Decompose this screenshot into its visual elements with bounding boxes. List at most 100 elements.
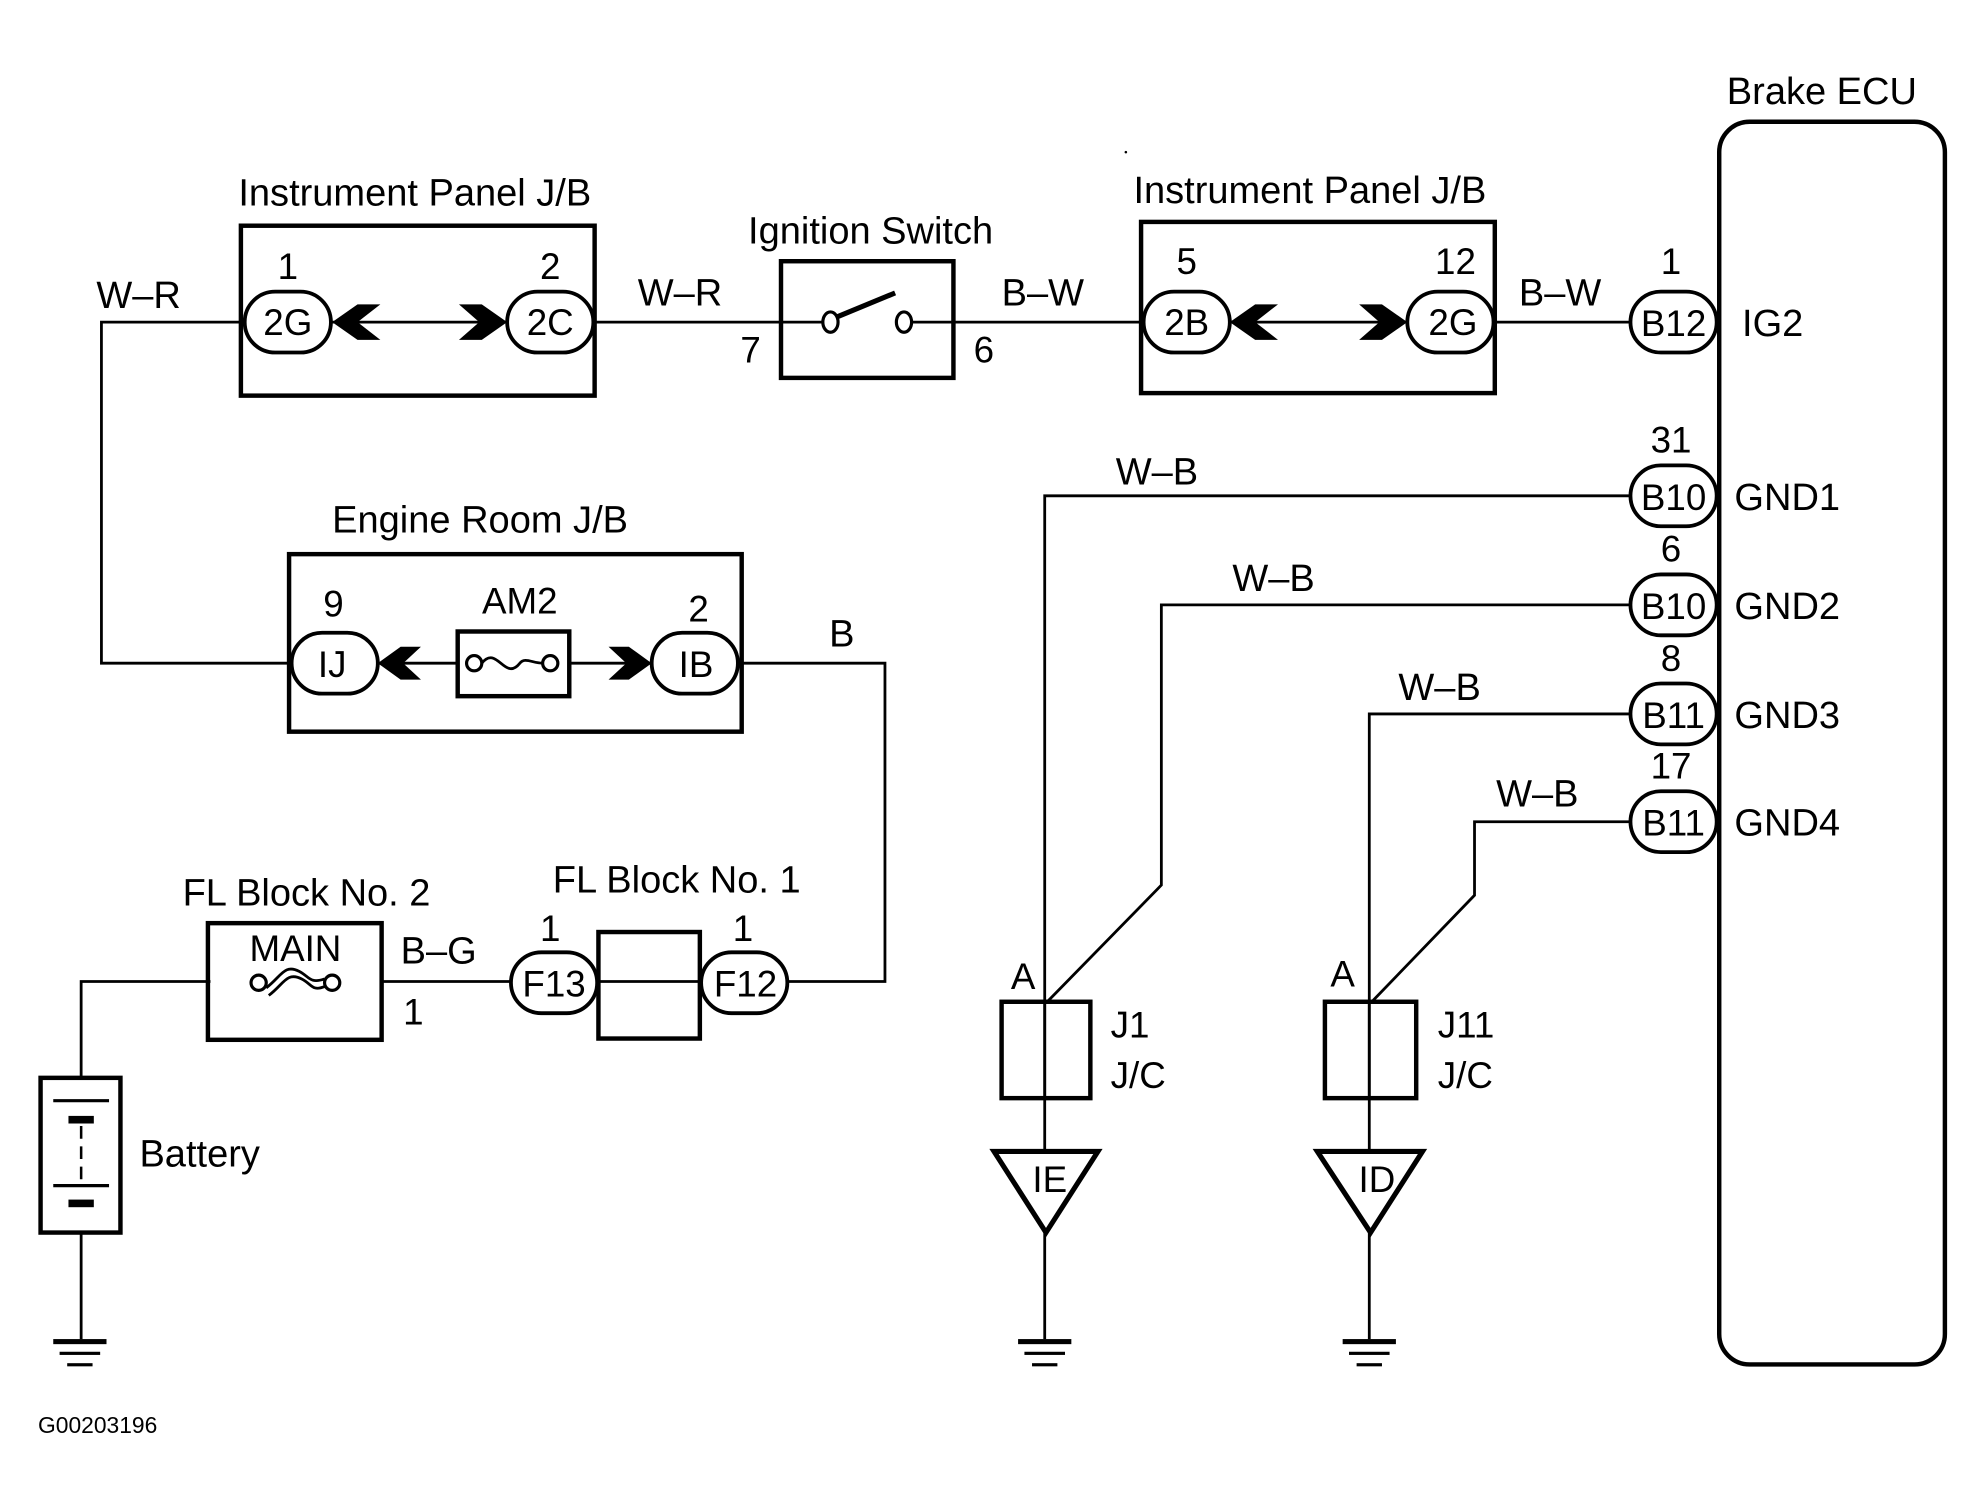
instrument-panel-jb-right: Instrument Panel J/B 2B 5 2G 12 bbox=[1133, 170, 1498, 396]
switch-lever-icon bbox=[835, 290, 897, 320]
terminal-name: GND1 bbox=[1734, 477, 1840, 519]
battery: Battery bbox=[38, 1075, 260, 1235]
wire-color-label: B–W bbox=[1002, 273, 1084, 315]
pin-number: 17 bbox=[1651, 746, 1692, 787]
ecu-terminals: B121IG2B1031GND1B106GND2B118GND3B1117GND… bbox=[1628, 241, 1840, 855]
component-title: Brake ECU bbox=[1727, 71, 1917, 113]
ground-point-icon bbox=[989, 1148, 1103, 1238]
pin-number: 7 bbox=[740, 330, 760, 371]
junction-box bbox=[238, 223, 597, 398]
battery-box bbox=[38, 1075, 123, 1235]
connector-pill bbox=[1141, 289, 1232, 355]
terminal-name: GND2 bbox=[1734, 586, 1840, 628]
connector-pill bbox=[242, 289, 333, 355]
fusible-link-icon bbox=[267, 975, 326, 997]
fl-block-1: FL Block No. 1 F13 1 F12 1 bbox=[509, 860, 801, 1041]
connector-code: IJ bbox=[318, 644, 347, 685]
pin-number: 1 bbox=[278, 246, 298, 287]
battery-cell-icon bbox=[68, 1199, 94, 1208]
junction-box bbox=[1138, 219, 1498, 396]
engine-room-jb: Engine Room J/B AM2 IJ 9 IB 2 bbox=[286, 500, 744, 734]
wire-w-b-gnd1 bbox=[1043, 494, 1632, 1002]
ground-battery bbox=[53, 1339, 107, 1367]
connector-code: 2C bbox=[527, 302, 574, 343]
ground-icon bbox=[53, 1339, 107, 1345]
component-title: Ignition Switch bbox=[748, 210, 993, 252]
connector-arrow-icon bbox=[1359, 304, 1408, 340]
jc-name: J1 bbox=[1111, 1004, 1150, 1045]
wire-w-b-gnd4 bbox=[1370, 820, 1632, 1003]
connector-pill bbox=[509, 950, 600, 1016]
artifact-dot bbox=[1124, 150, 1128, 154]
jc-type: J/C bbox=[1111, 1055, 1166, 1096]
ground-icon bbox=[1018, 1339, 1072, 1345]
connector-pill bbox=[1628, 681, 1719, 747]
pin-number: 1 bbox=[403, 992, 423, 1033]
connector-arrow-icon bbox=[1229, 304, 1278, 340]
pin-number: 8 bbox=[1661, 638, 1681, 679]
fuse-terminal bbox=[541, 654, 560, 673]
wire-color-label: W–R bbox=[96, 275, 180, 317]
ignition-switch: Ignition Switch 7 6 bbox=[740, 210, 994, 381]
ground-j1 bbox=[1018, 1339, 1072, 1367]
instrument-panel-jb-left: Instrument Panel J/B 2G 1 2C 2 bbox=[238, 172, 597, 398]
connector-arrow-icon bbox=[458, 304, 508, 340]
jc-name: J11 bbox=[1438, 1004, 1495, 1045]
connector-pill bbox=[1628, 789, 1719, 855]
switch-contact bbox=[821, 310, 840, 334]
switch-contact bbox=[894, 310, 914, 334]
ground-icon bbox=[67, 1363, 93, 1367]
connector-pill bbox=[289, 630, 380, 696]
wire-b bbox=[739, 661, 887, 983]
pin-letter: A bbox=[1330, 954, 1355, 995]
connector-arrow-icon bbox=[332, 304, 381, 340]
ground-icon bbox=[1024, 1351, 1065, 1355]
connector-code: F12 bbox=[714, 964, 777, 1005]
fuse-icon bbox=[480, 656, 543, 671]
wire-color-label: W–B bbox=[1116, 451, 1198, 493]
wire-w-b-gnd3 bbox=[1367, 712, 1632, 1002]
pin-number: 6 bbox=[974, 330, 994, 371]
ecu-box bbox=[1716, 119, 1948, 1367]
connector-code: B11 bbox=[1642, 803, 1705, 844]
pin-number: 2 bbox=[540, 246, 560, 287]
connector-code: 2G bbox=[1428, 302, 1477, 343]
figure-id: G00203196 bbox=[38, 1412, 157, 1438]
connector-code: F13 bbox=[522, 964, 585, 1005]
connector-code: B10 bbox=[1641, 477, 1706, 518]
ground-point-label: IE bbox=[1032, 1159, 1067, 1200]
component-title: Battery bbox=[139, 1134, 259, 1176]
connector-pill bbox=[649, 630, 740, 696]
connector-pill bbox=[1628, 463, 1719, 529]
pin-number: 6 bbox=[1661, 529, 1681, 570]
ground-point-label: ID bbox=[1359, 1159, 1396, 1200]
pin-number: 12 bbox=[1435, 241, 1476, 282]
pin-letter: A bbox=[1011, 956, 1036, 997]
battery-cell-icon bbox=[68, 1115, 94, 1124]
connector-arrow-icon bbox=[377, 646, 421, 680]
pin-number: 2 bbox=[688, 588, 708, 629]
connector-code: B11 bbox=[1642, 695, 1705, 736]
fuse-terminal bbox=[249, 973, 268, 992]
component-title: Instrument Panel J/B bbox=[238, 172, 591, 214]
ground-icon bbox=[1032, 1363, 1058, 1367]
pin-number: 31 bbox=[1651, 420, 1692, 461]
connector-arrow-icon bbox=[608, 646, 652, 680]
switch-box bbox=[778, 259, 956, 381]
pin-number: 5 bbox=[1176, 241, 1196, 282]
terminal-name: IG2 bbox=[1742, 303, 1803, 345]
connector-pill bbox=[505, 289, 596, 355]
wire-w-r-left bbox=[100, 320, 290, 665]
wire-color-label: B bbox=[829, 614, 854, 656]
wire-color-label: B–G bbox=[401, 931, 477, 973]
connector-pill bbox=[1628, 572, 1719, 638]
ground-point-icon bbox=[1312, 1148, 1428, 1238]
terminal-name: GND3 bbox=[1734, 695, 1840, 737]
jc-type: J/C bbox=[1438, 1055, 1493, 1096]
ground-icon bbox=[1342, 1339, 1396, 1345]
pin-number: 1 bbox=[540, 908, 560, 949]
